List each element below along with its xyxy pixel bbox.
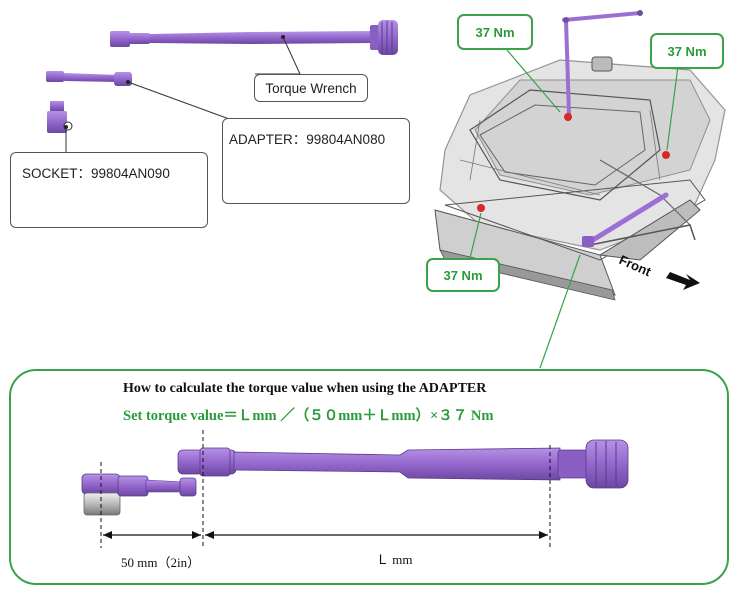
socket-label-box: SOCKET：99804AN090 (10, 152, 208, 228)
bolt-marker-right (662, 151, 670, 159)
leader-callout-3 (469, 212, 482, 259)
calculation-title: How to calculate the torque value when u… (123, 381, 487, 396)
torque-callout-2: 37 Nm (650, 33, 724, 69)
torque-callout-3: 37 Nm (426, 258, 500, 292)
adapter-label-box: ADAPTER：99804AN080 (222, 118, 410, 204)
dimension-adapter-label: 50 mm（2in） (121, 555, 201, 570)
detail-adapter (117, 475, 197, 497)
leader-callout-1 (506, 49, 561, 113)
calculation-formula: Set torque value＝Ｌmm ／（５０mm＋Ｌmm）×３７ Nm (123, 408, 494, 424)
adapter-small (46, 71, 132, 86)
socket-label: SOCKET：99804AN090 (22, 166, 170, 181)
adapter-label: ADAPTER：99804AN080 (229, 132, 386, 147)
detail-torque-wrench (177, 439, 629, 489)
leader-to-detail (539, 254, 581, 369)
socket-small (47, 101, 73, 133)
bolt-marker-rear (564, 113, 572, 121)
t-wrench-on-seat (562, 10, 669, 247)
leader-callout-2 (666, 65, 679, 151)
detail-socket (81, 473, 121, 516)
calculation-panel (9, 369, 729, 585)
dimension-wrench-arrow (205, 531, 548, 539)
front-arrow-icon (666, 272, 700, 290)
dimension-wrench-label: Ｌ mm (376, 552, 413, 567)
bolt-marker-front (477, 204, 485, 212)
torque-wrench-label: Torque Wrench (254, 74, 368, 102)
dimension-adapter-arrow (103, 531, 201, 539)
torque-callout-1: 37 Nm (457, 14, 533, 50)
torque-wrench-small (110, 20, 398, 55)
